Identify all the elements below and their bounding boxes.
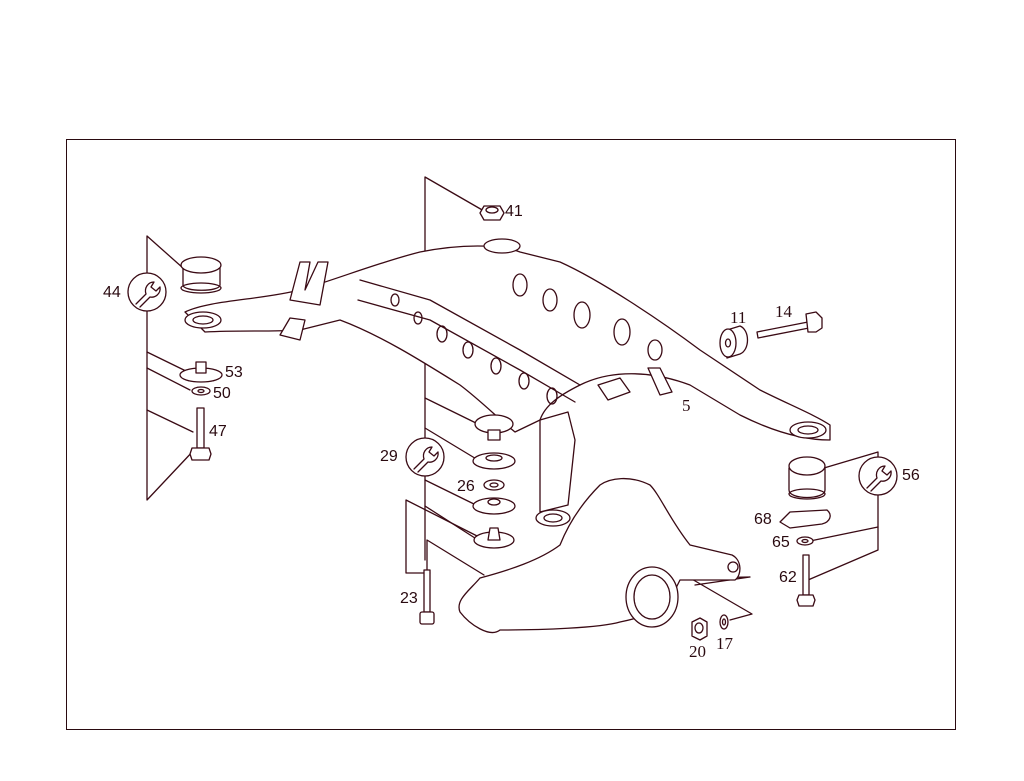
part-20-nut bbox=[691, 617, 708, 641]
wrench-icon bbox=[127, 272, 167, 312]
wrench-icon bbox=[405, 437, 445, 477]
part-11-bushing bbox=[719, 325, 749, 359]
callout-26: 26 bbox=[457, 478, 475, 495]
callout-62: 62 bbox=[779, 569, 797, 586]
part-65-washer bbox=[796, 536, 814, 546]
part-68-plate bbox=[779, 509, 831, 529]
part-62-bolt bbox=[796, 554, 816, 607]
diagram-frame bbox=[66, 139, 956, 730]
leader-lines-17-20 bbox=[689, 576, 753, 621]
callout-23: 23 bbox=[400, 590, 418, 607]
part-47-bolt bbox=[189, 407, 212, 461]
subframe-body bbox=[184, 238, 831, 527]
part-41-nut bbox=[479, 205, 505, 221]
callout-29: 29 bbox=[380, 448, 398, 465]
callout-68: 68 bbox=[754, 511, 772, 528]
callout-20: 20 bbox=[689, 642, 706, 661]
part-26-spacer bbox=[483, 479, 505, 491]
wrench-icon bbox=[858, 456, 898, 496]
callout-5: 5 bbox=[682, 396, 691, 415]
callout-11: 11 bbox=[730, 308, 747, 327]
part-56-mount bbox=[788, 456, 826, 500]
callout-44: 44 bbox=[103, 284, 121, 301]
part-53-mount bbox=[179, 361, 223, 383]
part-50-washer bbox=[191, 386, 211, 396]
callout-17: 17 bbox=[716, 634, 733, 653]
bar-holes bbox=[390, 273, 663, 405]
leader-lines-56 bbox=[807, 451, 879, 581]
leader-lines-23 bbox=[405, 499, 486, 576]
differential-housing bbox=[458, 477, 741, 634]
callout-47: 47 bbox=[209, 423, 227, 440]
callout-65: 65 bbox=[772, 534, 790, 551]
part-17-washer bbox=[719, 614, 729, 630]
callout-41: 41 bbox=[505, 203, 523, 220]
part-44-bushing bbox=[180, 256, 222, 294]
part-mount-lower bbox=[472, 497, 516, 549]
leader-lines-44 bbox=[146, 235, 196, 501]
callout-56: 56 bbox=[902, 467, 920, 484]
callout-53: 53 bbox=[225, 364, 243, 381]
part-14-bolt bbox=[756, 311, 823, 339]
part-23-bolt bbox=[419, 569, 435, 625]
callout-50: 50 bbox=[213, 385, 231, 402]
callout-14: 14 bbox=[775, 302, 792, 321]
part-29-stack bbox=[472, 414, 516, 470]
